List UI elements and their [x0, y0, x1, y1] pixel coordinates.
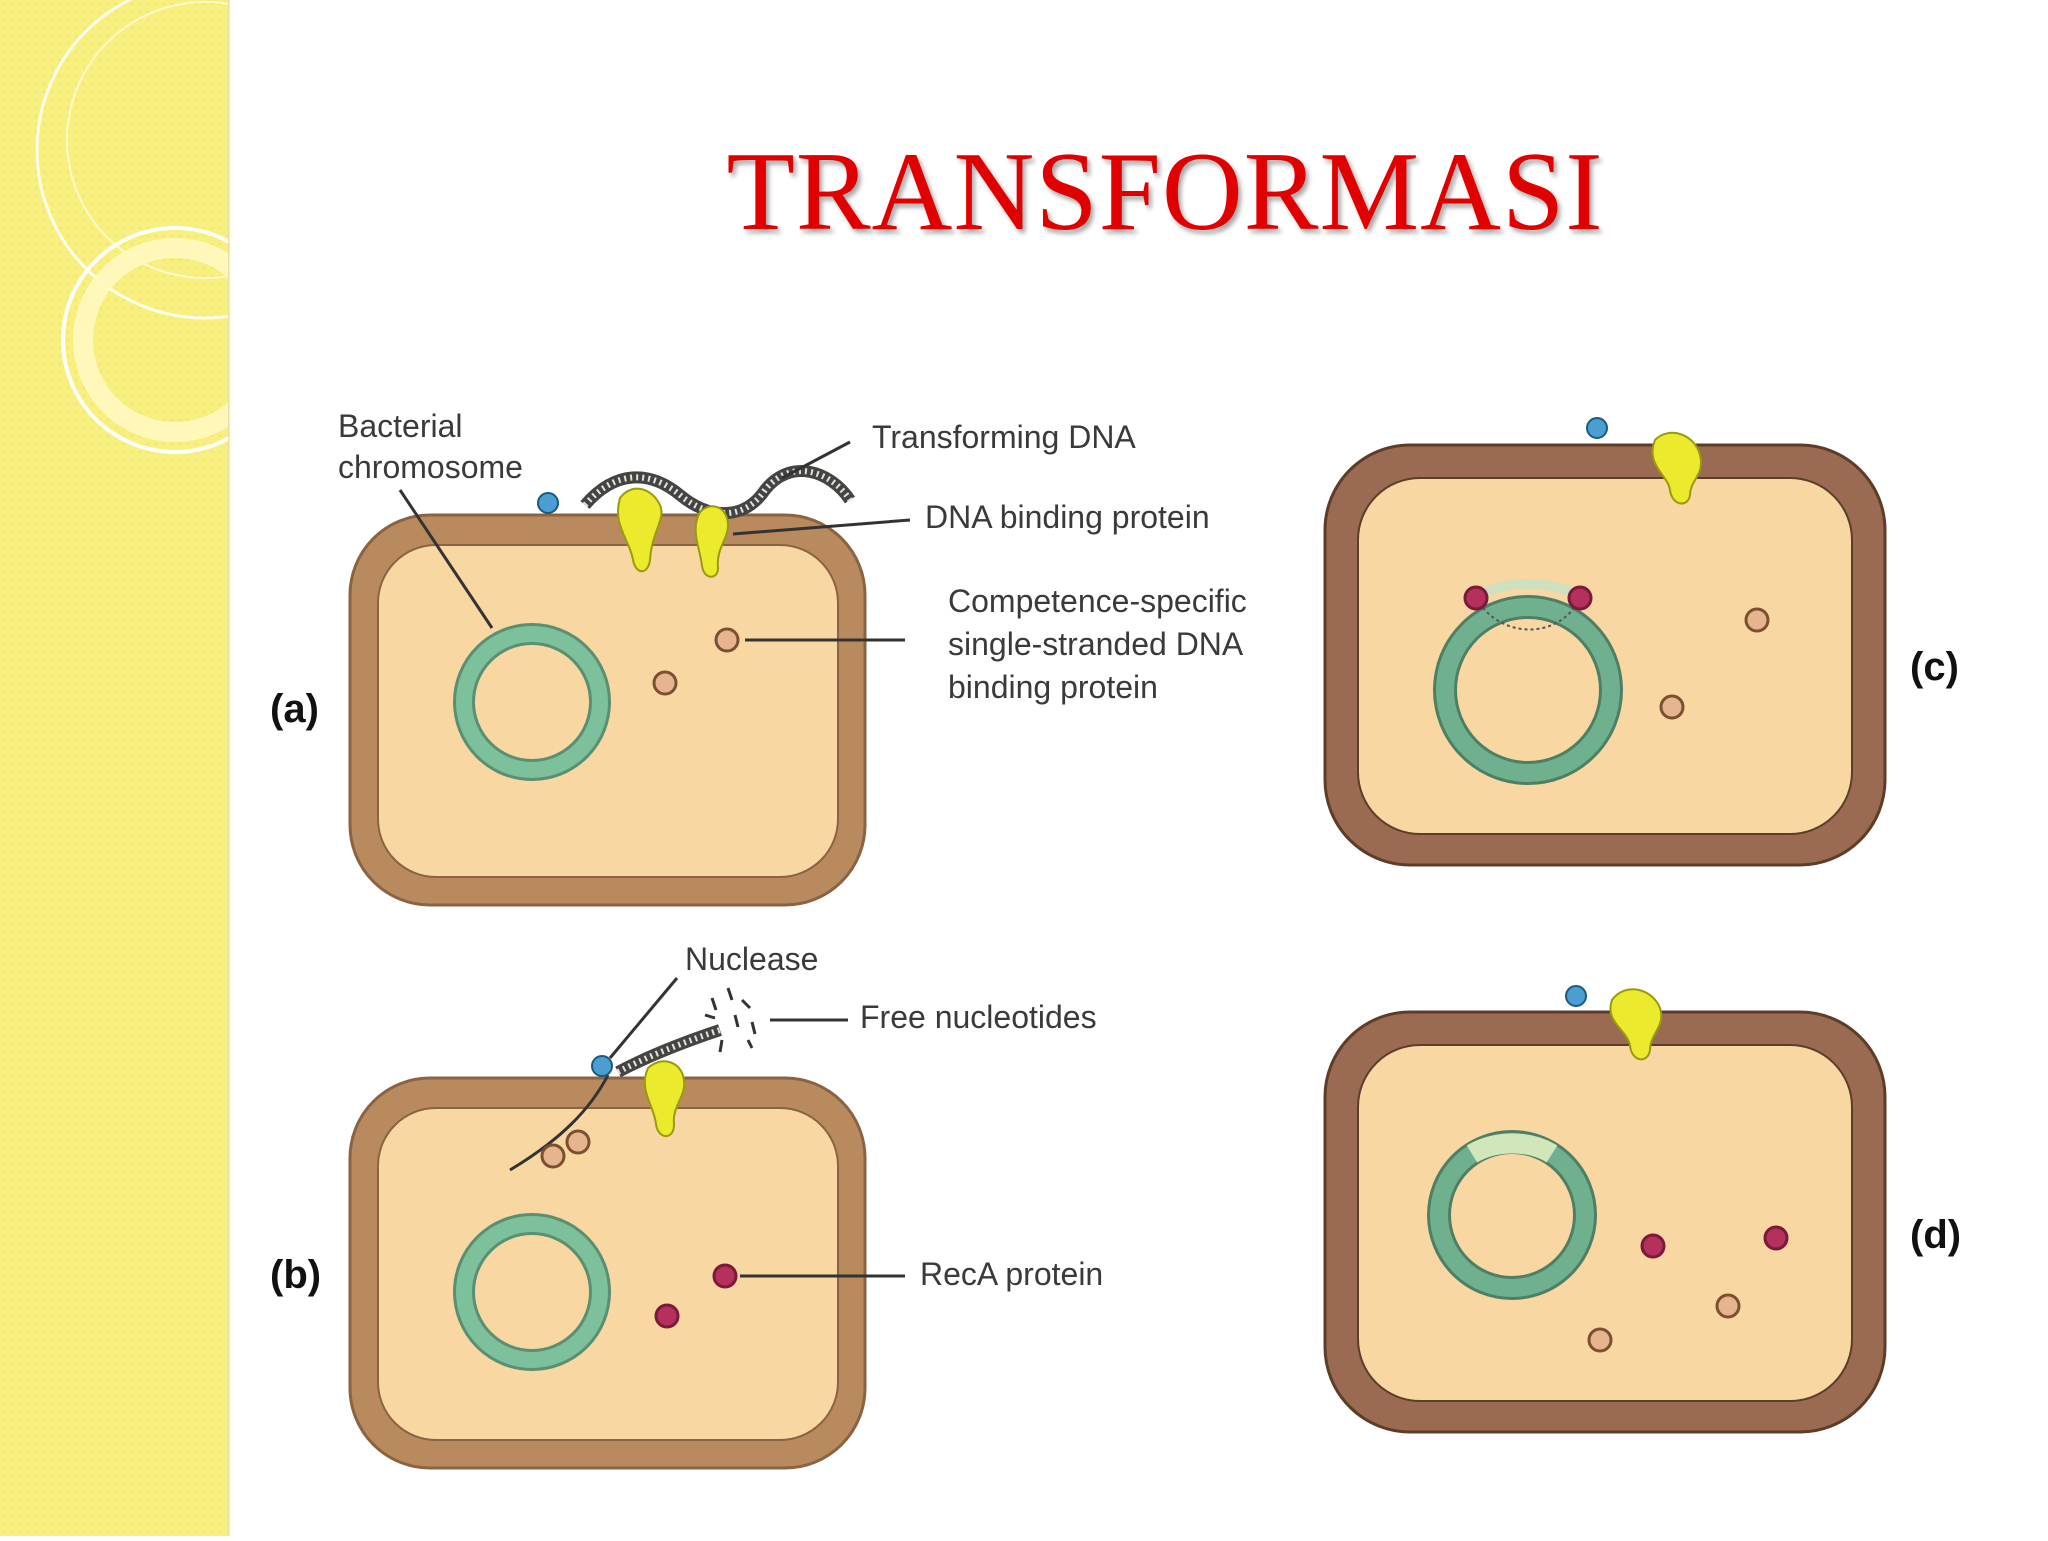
reca-protein [1640, 1233, 1666, 1259]
reca-protein [1463, 585, 1489, 611]
transforming-dna-strand [615, 1024, 722, 1078]
decorative-sidebar [0, 0, 375, 1536]
free-nucleotides [704, 987, 757, 1053]
ss-binding-protein [565, 1129, 591, 1155]
transforming-dna-strand [580, 465, 855, 520]
ss-binding-protein [652, 670, 678, 696]
slide-title: TRANSFORMASI [726, 130, 1604, 254]
panel-label-b: (b) [270, 1253, 321, 1297]
cell-c [1323, 417, 1887, 867]
ss-binding-protein [714, 627, 740, 653]
ss-binding-protein [1744, 607, 1770, 633]
label-competence-1: Competence-specific [948, 583, 1247, 619]
label-competence-3: binding protein [948, 669, 1158, 705]
label-competence-2: single-stranded DNA [948, 626, 1244, 662]
dna-binding-protein [1651, 431, 1703, 505]
label-bacterial-chromosome-1: Bacterial [338, 408, 463, 444]
label-free-nucleotides: Free nucleotides [860, 999, 1097, 1035]
reca-protein [1567, 585, 1593, 611]
leader-lines-a [398, 440, 911, 642]
nuclease [591, 1055, 613, 1077]
label-nuclease: Nuclease [685, 941, 818, 977]
ss-binding-protein [1587, 1327, 1613, 1353]
dna-binding-protein [1609, 988, 1663, 1061]
reca-protein [654, 1303, 680, 1329]
dna-binding-protein [694, 505, 730, 578]
single-strand-dna [509, 1074, 610, 1172]
label-dna-binding-protein: DNA binding protein [925, 499, 1210, 535]
ss-binding-protein [1659, 694, 1685, 720]
reca-protein [712, 1263, 738, 1289]
reca-protein [1763, 1225, 1789, 1251]
nuclease [1565, 985, 1587, 1007]
panel-label-a: (a) [270, 687, 319, 731]
label-transforming-dna: Transforming DNA [872, 419, 1136, 455]
nuclease [537, 492, 559, 514]
ss-binding-protein [1715, 1293, 1741, 1319]
dna-binding-protein [643, 1060, 686, 1138]
recombined-segment [1466, 1133, 1558, 1163]
ss-binding-protein [540, 1143, 566, 1169]
panel-label-c: (c) [1910, 645, 1959, 689]
dna-binding-protein [617, 487, 663, 573]
panel-label-d: (d) [1910, 1213, 1961, 1257]
sidebar-edge [228, 0, 231, 1536]
cell-a [348, 465, 867, 907]
leader-lines-b [608, 977, 905, 1278]
cell-b [348, 987, 867, 1470]
nuclease [1586, 417, 1608, 439]
cell-d [1323, 985, 1887, 1434]
label-bacterial-chromosome-2: chromosome [338, 449, 523, 485]
label-reca-protein: RecA protein [920, 1256, 1103, 1292]
